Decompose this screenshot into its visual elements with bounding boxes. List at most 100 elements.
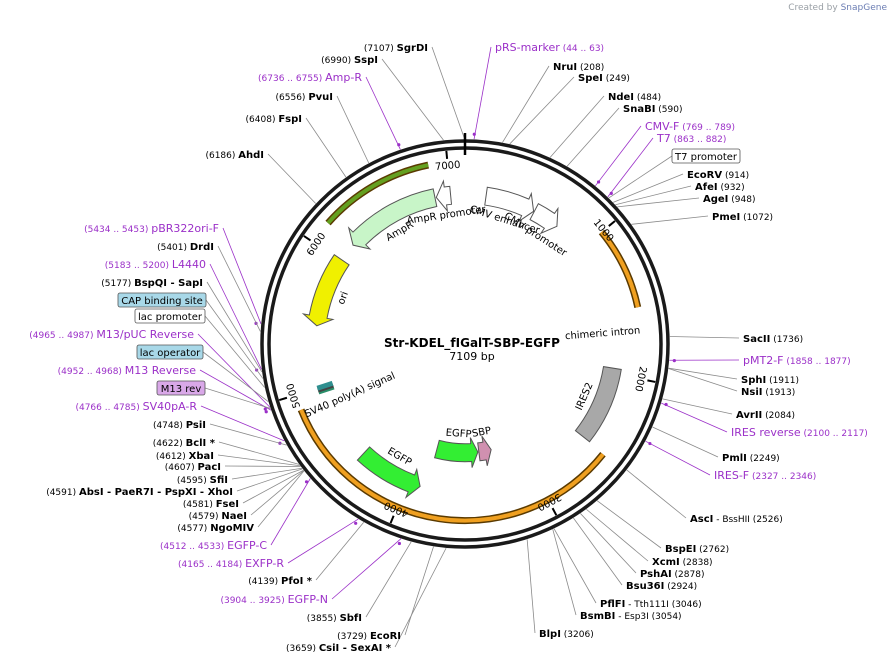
feature-label-sbp: SBP [471, 426, 492, 440]
site-name-drdi: DrdI [190, 242, 214, 253]
site-coord-ngomiv: (4577) [177, 524, 210, 534]
site-coord-bspei: (2762) [696, 545, 729, 555]
site-coord-bcli: (4622) [153, 439, 186, 449]
site-coord-cmv-f: (769 .. 789) [679, 123, 735, 133]
site-label-avrii: AvrII (2084) [736, 410, 795, 421]
label-leader-lines [197, 46, 740, 648]
site-name-avrii: AvrII [736, 410, 762, 421]
leader-egfp-c [270, 478, 311, 546]
feature-sbp [477, 435, 492, 466]
leader-sv40pa-r [200, 405, 285, 442]
leader-sbfi [365, 541, 412, 618]
boxed-label-box-lac-promoter [134, 308, 206, 324]
leader-xbai [217, 454, 301, 467]
site-name-pfoi: PfoI * [281, 576, 313, 587]
feature-arc-3 [326, 163, 429, 225]
site-name-bsu36i: Bsu36I [626, 581, 664, 592]
site-coord-blpi: (3206) [561, 630, 594, 640]
site-label-snabi: SnaBI (590) [623, 104, 682, 115]
leader-lac-promoter [204, 315, 265, 388]
primer-site-ires-reverse [664, 402, 668, 407]
site-coord-egfp-n: (3904 .. 3925) [220, 596, 287, 606]
site-name-bspqi: BspQI [134, 278, 167, 289]
tick-label-6000: 6000 [305, 231, 328, 258]
site-name-xbai: XbaI [189, 451, 214, 462]
site-name-ecori: EcoRI [370, 631, 401, 642]
site-label-xbai: (4612) XbaI [156, 451, 214, 462]
site-label-cmv-f: CMV-F (769 .. 789) [645, 120, 735, 133]
site-name-l4440: L4440 [172, 258, 206, 271]
site-name-ndei: NdeI [608, 92, 634, 103]
site-label-ires-f: IRES-F (2327 .. 2346) [714, 469, 816, 482]
leader-drdi [217, 245, 261, 332]
site-coord-drdi: (5401) [157, 243, 190, 253]
boxed-label-box-cap-binding-site [117, 292, 207, 308]
feature-label-ori: ori [336, 290, 351, 306]
feature-cmv-enhancer [484, 186, 535, 223]
leader-m13-rev [204, 387, 271, 409]
primer-site-egfp-n [397, 541, 401, 546]
leader-bsmbi [552, 529, 577, 616]
site-coord-sv40pa-r: (4766 .. 4785) [75, 403, 142, 413]
site-label-sfii: (4595) SfiI [177, 475, 228, 486]
site-name-sacii: SacII [743, 334, 770, 345]
site-coord-ires-f: (2327 .. 2346) [749, 472, 816, 482]
tick-mark-3000 [551, 507, 558, 516]
site-coord-m13-puc-reverse: (4965 .. 4987) [29, 331, 96, 341]
leader-agei [617, 197, 700, 208]
site-name-prs-marker: pRS-marker [495, 41, 560, 54]
primer-site-prs-marker [472, 132, 476, 136]
leader-xcmi [586, 508, 649, 562]
site-label-ndei: NdeI (484) [608, 92, 661, 103]
leader-sacii [669, 336, 740, 339]
site-name-paci: PacI [198, 462, 221, 473]
site-label-spei: SpeI (249) [578, 73, 630, 84]
site-coord-egfp-c: (4512 .. 4533) [160, 542, 227, 552]
boxed-label-cap-binding-site: CAP binding site [121, 296, 203, 307]
site-coord-spei: (249) [603, 74, 630, 84]
site-label-fspi: (6408) FspI [246, 114, 302, 125]
site-label-pmei: PmeI (1072) [712, 212, 773, 223]
site-name-pmei: PmeI [712, 212, 740, 223]
site-coord-avrii: (2084) [762, 411, 795, 421]
site-coord-fsei: (4581) [183, 500, 216, 510]
site-label-m13-reverse: (4952 .. 4968) M13 Reverse [58, 364, 197, 377]
site-label-bcli: (4622) BclI * [153, 438, 216, 449]
site-label-pmt2-f: pMT2-F (1858 .. 1877) [743, 354, 851, 367]
primer-site-egfp-c [304, 480, 309, 484]
leader-fsei [242, 469, 304, 504]
site-name-bspei: BspEI [665, 544, 696, 555]
site-label-agei: AgeI (948) [703, 194, 755, 205]
feature-arc-2 [299, 409, 605, 523]
leader-pflfi [553, 528, 597, 604]
site-coord-ecori: (3729) [337, 632, 370, 642]
site-coord-sacii: (1736) [770, 335, 803, 345]
site-coord-nrui: (208) [577, 63, 604, 73]
tick-mark-2000 [647, 379, 656, 383]
site-label-egfp-c: (4512 .. 4533) EGFP-C [160, 539, 267, 552]
leader-prs-marker [473, 46, 492, 140]
leader-sspi [381, 58, 444, 141]
site-coord-ndei: (484) [634, 93, 661, 103]
site-label-bsu36i: Bsu36I (2924) [626, 581, 697, 592]
leader-bcli [218, 441, 300, 465]
site-name-agei: AgeI [703, 194, 728, 205]
site-coord-naei: (4579) [189, 512, 222, 522]
tick-mark-6000 [303, 235, 312, 242]
site-coord-pmt2-f: (1858 .. 1877) [784, 357, 851, 367]
site-name-ires-f: IRES-F [714, 469, 749, 482]
feature-ampr [347, 188, 438, 250]
feature-ori [301, 253, 350, 327]
site-name-xcmi: XcmI [652, 557, 680, 568]
leader-pmei [631, 215, 709, 225]
site-name-m13-reverse: M13 Reverse [125, 364, 196, 377]
leader-pbr322ori-f [222, 227, 262, 325]
site-coord-csii: (3659) [286, 644, 319, 654]
credit-brand: SnapGene [840, 3, 887, 13]
site-coord-ahdi: (6186) [205, 151, 238, 161]
site-label-egfp-n: (3904 .. 3925) EGFP-N [220, 593, 328, 606]
tick-label-1000: 1000 [591, 217, 616, 244]
site-name-blpi: BlpI [539, 629, 561, 640]
leader-cap-binding-site [205, 299, 264, 379]
